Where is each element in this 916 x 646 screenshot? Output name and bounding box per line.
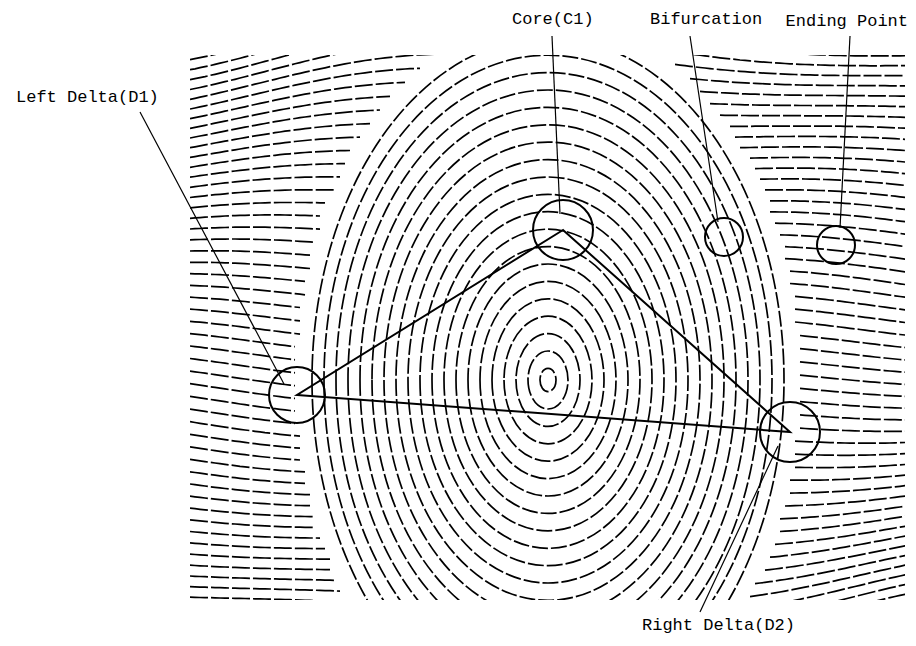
left-delta-circle (269, 367, 325, 423)
delta-core-triangle (297, 230, 790, 432)
callout-label: Bifurcation (648, 10, 764, 30)
callout-label: Right Delta(D2) (640, 616, 797, 636)
leader-line (690, 36, 718, 222)
leader-line (700, 446, 778, 612)
right-delta-circle (760, 402, 820, 462)
ridge-lines (312, 55, 784, 600)
bifurcation-circle (705, 218, 743, 256)
leader-lines (140, 36, 850, 612)
core-circle (533, 200, 593, 260)
callout-label: Core(C1) (510, 10, 596, 30)
callout-label: Ending Point (784, 12, 910, 32)
ridge-group (190, 55, 905, 600)
leader-line (840, 36, 850, 228)
ridge-lines (190, 55, 905, 600)
leader-line (552, 36, 560, 214)
leader-line (140, 112, 284, 384)
markers (269, 200, 855, 462)
ending-circle (817, 226, 855, 264)
callout-label: Left Delta(D1) (14, 88, 161, 108)
